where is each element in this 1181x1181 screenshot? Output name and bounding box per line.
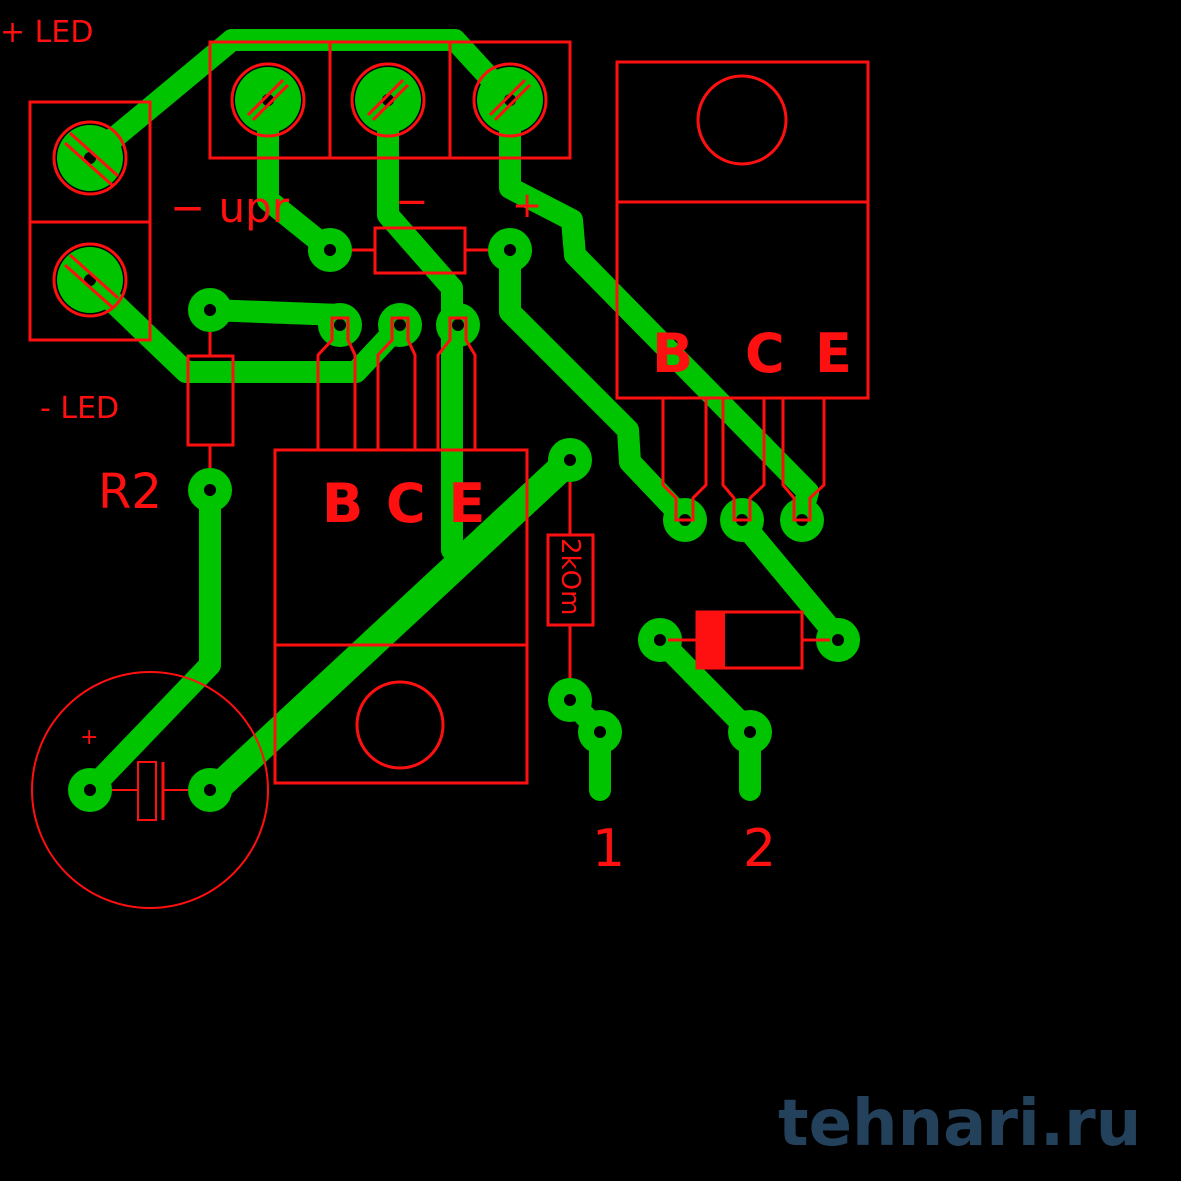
resistor-2k: 2kOm: [546, 482, 595, 678]
minus-led-label: - LED: [40, 391, 119, 426]
terminal-block-left: [28, 100, 152, 342]
minus-label: −: [395, 179, 429, 225]
capacitor: +: [31, 671, 269, 909]
transistor-lower: [273, 316, 529, 785]
lower-transistor-pins: B C E: [322, 472, 485, 535]
diode: [668, 610, 830, 670]
trace-plus: [499, 89, 819, 531]
resistor-value-label: 2kOm: [555, 538, 585, 615]
upper-pin-e: E: [815, 322, 852, 385]
trace-resistor-to-b: [499, 239, 696, 531]
pad: [57, 125, 123, 191]
pad: [728, 710, 772, 754]
watermark: tehnari.ru: [778, 1087, 1141, 1161]
plus-label: +: [512, 185, 542, 226]
trace-plus-led: [79, 29, 521, 169]
pad: [578, 710, 622, 754]
pad: [188, 768, 232, 812]
pad: [355, 67, 421, 133]
pad: [68, 768, 112, 812]
pad: [378, 303, 422, 347]
cap-plus-label: +: [80, 725, 98, 750]
resistor-r2: [186, 332, 235, 468]
pad: [638, 618, 682, 662]
trace-minus-led: [79, 269, 411, 383]
pad: [548, 678, 592, 722]
pads: [57, 67, 860, 812]
silkscreen: 2kOm +: [0, 15, 870, 909]
resistor-top: [352, 226, 488, 275]
pad: [308, 228, 352, 272]
minus-upr-label: − upr: [170, 183, 290, 232]
pad: [235, 67, 301, 133]
plus-led-label: + LED: [0, 15, 93, 50]
copper-traces: [79, 29, 851, 804]
terminal-block-top: [208, 40, 572, 160]
trace-c-to-diode: [729, 509, 851, 651]
upper-pin-c: C: [745, 322, 785, 385]
pad: [816, 618, 860, 662]
output-1-label: 1: [592, 819, 625, 879]
pad: [57, 247, 123, 313]
upper-pin-b: B: [652, 322, 693, 385]
trace-r2-to-cap: [79, 479, 221, 801]
pad: [188, 288, 232, 332]
trace-upr: [257, 89, 341, 261]
pad: [548, 438, 592, 482]
pad: [318, 303, 362, 347]
pad: [488, 228, 532, 272]
output-2-label: 2: [743, 819, 776, 879]
pad: [436, 303, 480, 347]
r2-label: R2: [98, 464, 162, 520]
pad: [477, 67, 543, 133]
transistor-upper: [615, 60, 870, 522]
pad: [188, 468, 232, 512]
